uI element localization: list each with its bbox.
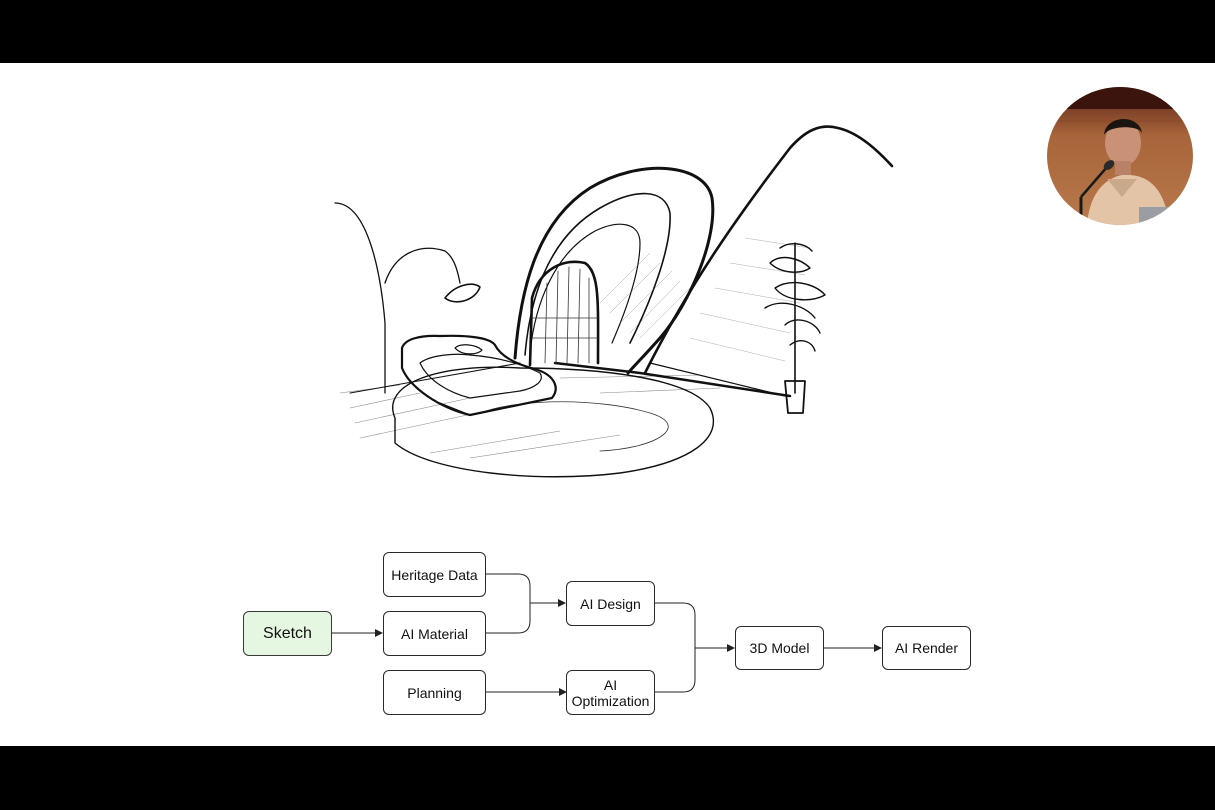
node-ai-design-label: AI Design — [580, 595, 641, 612]
node-planning: Planning — [383, 670, 486, 715]
node-3d-model-label: 3D Model — [749, 640, 810, 656]
flowchart-connectors — [332, 573, 882, 696]
interior-sketch-illustration — [334, 125, 894, 478]
node-3d-model: 3D Model — [735, 626, 824, 670]
letterbox-bottom — [0, 746, 1215, 810]
node-ai-render-label: AI Render — [894, 640, 959, 656]
node-ai-render: AI Render — [882, 626, 971, 670]
node-ai-material: AI Material — [383, 611, 486, 656]
speaker-webcam-thumbnail — [1047, 87, 1193, 225]
node-ai-design: AI Design — [566, 581, 655, 626]
node-planning-label: Planning — [407, 684, 462, 701]
letterbox-top — [0, 0, 1215, 63]
node-heritage-data: Heritage Data — [383, 552, 486, 597]
edge-ai-design-to-3d-model — [655, 602, 696, 648]
node-ai-optimization: AI Optimization — [566, 670, 655, 715]
presentation-slide: Sketch Heritage Data AI Material Plannin… — [0, 63, 1215, 746]
node-heritage-data-label: Heritage Data — [391, 566, 478, 583]
node-sketch: Sketch — [243, 611, 332, 656]
node-ai-material-label: AI Material — [401, 625, 468, 642]
node-ai-optimization-label-line1: AI — [603, 676, 618, 693]
edge-material-to-ai-design — [486, 599, 566, 634]
node-ai-optimization-label-line2: Optimization — [571, 692, 650, 709]
edge-ai-optimization-to-3d-model — [655, 644, 735, 693]
speaker-portrait-icon — [1047, 87, 1193, 225]
edge-heritage-to-ai-design — [486, 573, 531, 603]
node-sketch-label: Sketch — [263, 624, 312, 642]
